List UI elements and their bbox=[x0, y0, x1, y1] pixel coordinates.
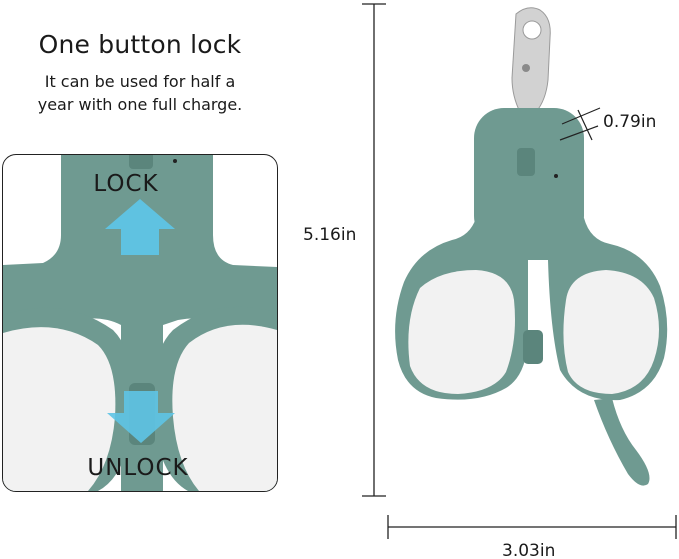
left-handle-inner bbox=[3, 327, 116, 491]
unlock-label: UNLOCK bbox=[87, 455, 189, 481]
blade-hole-icon bbox=[522, 20, 542, 40]
clipper-body-closeup bbox=[3, 155, 277, 491]
arrow-up-icon bbox=[105, 199, 175, 255]
arrow-down-icon bbox=[107, 391, 175, 443]
body-lock-button[interactable] bbox=[517, 148, 535, 176]
feature-description-line-1: It can be used for half a bbox=[44, 72, 236, 91]
thickness-label: 0.79in bbox=[603, 112, 656, 132]
height-label: 5.16in bbox=[303, 225, 356, 245]
right-handle-inner bbox=[172, 324, 277, 491]
indicator-dot bbox=[173, 159, 177, 163]
lock-detail-illustration bbox=[3, 155, 277, 491]
left-finger-hole bbox=[408, 270, 515, 394]
feature-title: One button lock bbox=[38, 30, 242, 59]
feature-description: It can be used for half a year with one … bbox=[10, 70, 270, 116]
body-indicator-dot bbox=[554, 174, 558, 178]
clipper-tail bbox=[594, 398, 650, 486]
right-finger-hole bbox=[563, 270, 659, 394]
width-label: 3.03in bbox=[502, 541, 555, 559]
width-dimension-line bbox=[387, 515, 677, 539]
lock-slider-button[interactable] bbox=[129, 155, 153, 169]
thickness-dimension-lines bbox=[559, 107, 601, 141]
feature-description-line-2: year with one full charge. bbox=[37, 95, 243, 114]
lock-detail-panel: LOCK UNLOCK bbox=[2, 154, 278, 492]
center-slider-knob[interactable] bbox=[523, 330, 543, 364]
blade-screw-icon bbox=[522, 64, 530, 72]
lock-label: LOCK bbox=[93, 171, 159, 197]
clipper-blade bbox=[511, 7, 551, 113]
height-dimension-line bbox=[362, 3, 386, 497]
